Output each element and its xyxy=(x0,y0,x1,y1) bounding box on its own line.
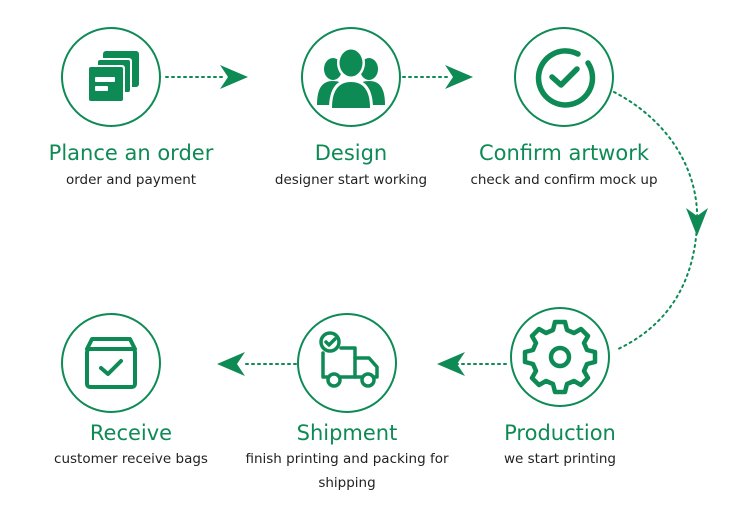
step-description-receive: customer receive bags xyxy=(54,451,208,467)
step-circle-design xyxy=(301,27,401,127)
gear-icon xyxy=(522,319,598,395)
step-circle-receive xyxy=(61,313,161,413)
step-description-production: we start printing xyxy=(504,451,616,467)
step-circle-confirm-artwork xyxy=(514,27,614,127)
step-title-receive: Receive xyxy=(89,421,173,445)
arrow-right-icon xyxy=(220,65,248,89)
step-title-place-order: Plance an order xyxy=(48,141,214,165)
step-title-production: Production xyxy=(504,421,616,445)
box-check-icon xyxy=(85,337,137,389)
check-circle-icon xyxy=(535,48,596,108)
step-description-place-order: order and payment xyxy=(65,172,197,188)
step-title-design: Design xyxy=(314,141,388,165)
step-title-confirm-artwork: Confirm artwork xyxy=(479,141,649,165)
arrow-left-icon xyxy=(217,352,245,376)
arrow-left-icon xyxy=(437,352,465,376)
step-description-shipment: finish printing and packing for shipping xyxy=(245,451,449,491)
step-description-design: designer start working xyxy=(274,172,428,188)
arrow-down-icon xyxy=(686,208,708,236)
step-title-shipment: Shipment xyxy=(296,421,398,445)
people-icon xyxy=(317,47,385,109)
step-circle-place-order xyxy=(61,27,161,127)
arrow-right-icon xyxy=(445,65,473,89)
step-circle-shipment xyxy=(297,313,397,413)
step-description-confirm-artwork: check and confirm mock up xyxy=(470,172,658,188)
step-circle-production xyxy=(510,307,610,407)
delivery-truck-icon xyxy=(319,331,379,388)
connector-curve xyxy=(613,91,699,351)
documents-icon xyxy=(87,51,139,103)
